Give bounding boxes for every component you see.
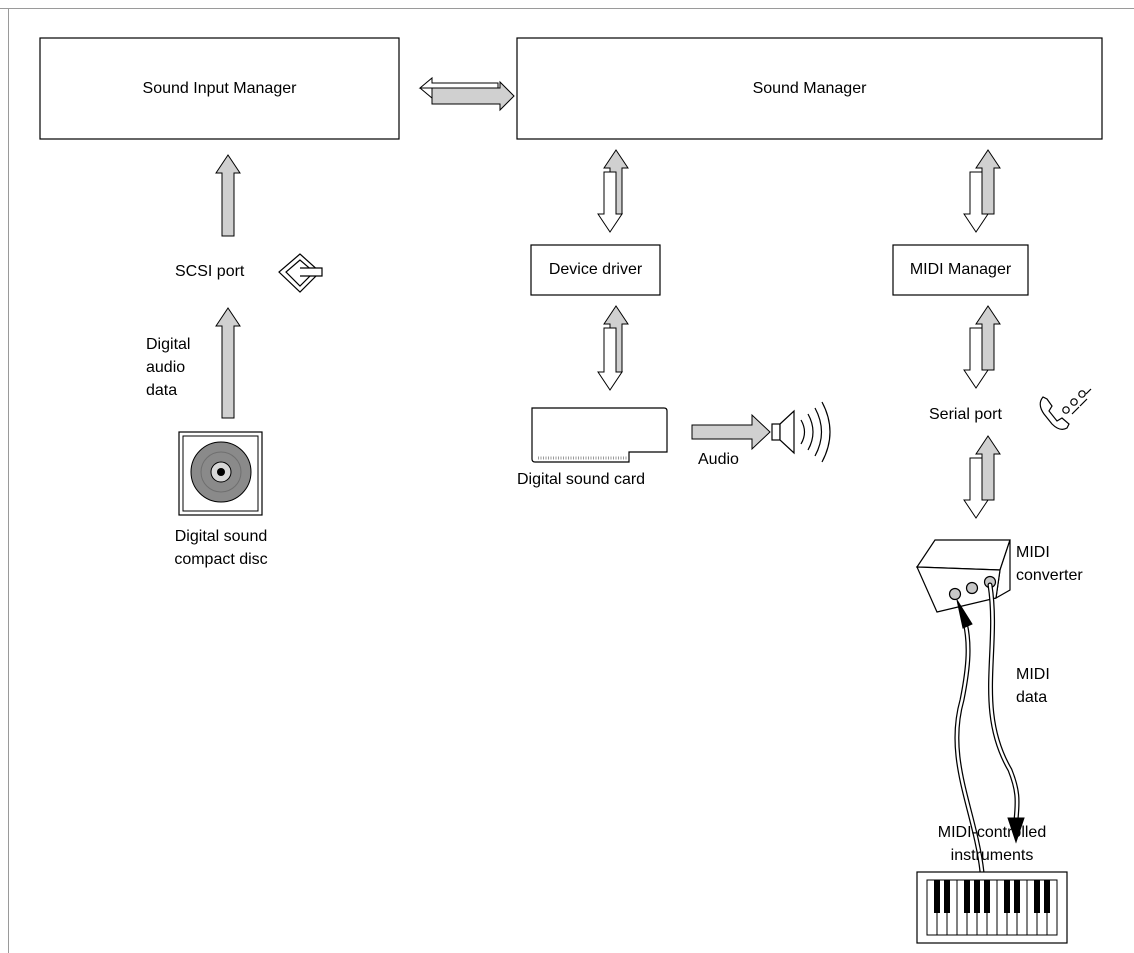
digital-audio-data-label-line-3: data: [146, 382, 178, 399]
midi-data-label-line-2: data: [1016, 689, 1048, 706]
disc-to-scsi-arrow: [215, 307, 241, 419]
midi-converter-label-line-1: MIDI: [1016, 544, 1050, 561]
sound-input-manager-box: [39, 37, 400, 140]
sound-manager-label: Sound Manager: [752, 80, 867, 97]
device-driver-sound-card-arrow: [597, 305, 629, 391]
audio-arrow: [691, 413, 771, 451]
black-key: [1004, 880, 1010, 913]
scsi-port-icon: [278, 253, 323, 293]
black-key: [944, 880, 950, 913]
speaker-icon: [771, 401, 831, 463]
sound-manager-device-driver-arrow: [597, 149, 629, 233]
device-driver-box: [530, 244, 661, 296]
instruments-label-line-1: MIDI-controlled: [937, 824, 1047, 841]
black-key: [964, 880, 970, 913]
audio-label: Audio: [698, 451, 739, 468]
device-driver-label: Device driver: [548, 261, 643, 278]
black-key: [974, 880, 980, 913]
keyboard-instrument-icon: [916, 871, 1068, 944]
midi-data-label-line-1: MIDI: [1016, 666, 1050, 683]
sound-manager-box: [516, 37, 1103, 140]
black-key: [984, 880, 990, 913]
manager-link-arrow: [418, 76, 515, 112]
serial-port-label: Serial port: [929, 406, 1002, 423]
frame-left-rule: [8, 8, 9, 953]
digital-audio-data-label-line-2: audio: [146, 359, 186, 376]
scsi-to-input-arrow: [215, 154, 241, 237]
black-key: [1034, 880, 1040, 913]
midi-manager-serial-port-arrow: [963, 305, 1001, 389]
midi-manager-box: [892, 244, 1029, 296]
instruments-label-line-2: instruments: [950, 847, 1034, 864]
black-key: [934, 880, 940, 913]
midi-converter-label-line-2: converter: [1016, 567, 1083, 584]
black-key: [1014, 880, 1020, 913]
compact-disc-icon: [178, 431, 263, 516]
scsi-port-label: SCSI port: [175, 263, 245, 280]
sound-card-label: Digital sound card: [517, 471, 646, 488]
sound-card-icon: [531, 407, 668, 463]
midi-cables: [954, 582, 1025, 875]
serial-port-converter-arrow: [963, 435, 1001, 519]
sound-manager-midi-manager-arrow: [963, 149, 1001, 233]
frame-top-rule: [0, 8, 1134, 9]
compact-disc-label-line-2: compact disc: [174, 551, 268, 568]
black-key: [1044, 880, 1050, 913]
digital-audio-data-label-line-1: Digital: [146, 336, 191, 353]
midi-converter-icon: [915, 539, 1011, 613]
midi-manager-label: MIDI Manager: [909, 261, 1012, 278]
serial-port-icon: [1039, 388, 1092, 430]
sound-input-manager-label: Sound Input Manager: [142, 80, 297, 97]
compact-disc-label-line-1: Digital sound: [174, 528, 268, 545]
